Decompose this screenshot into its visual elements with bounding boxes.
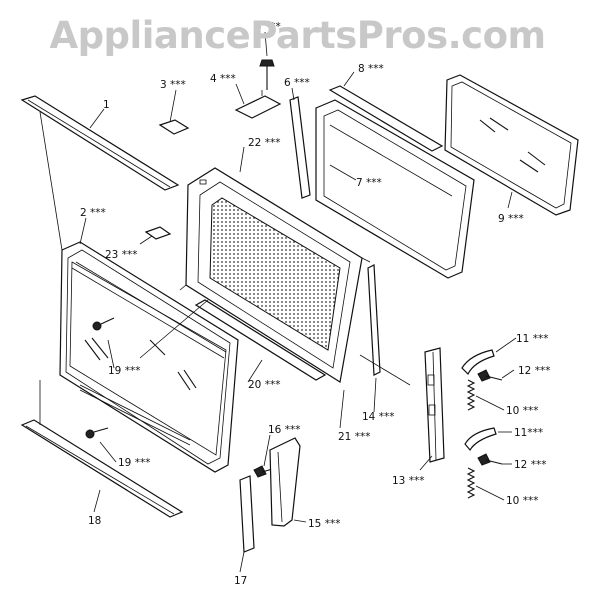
- part-5-screw: [259, 59, 275, 90]
- part-13-hinge-bracket: [424, 347, 445, 463]
- part-3-clip: [158, 119, 190, 135]
- label-5: 5 ***: [255, 21, 281, 33]
- label-21: 21 ***: [338, 431, 370, 443]
- label-7: 7 ***: [356, 177, 382, 189]
- label-20: 20 ***: [248, 379, 280, 391]
- part-9-glass-panel: [444, 74, 579, 216]
- label-15: 15 ***: [308, 518, 340, 530]
- part-12b-screw: [477, 453, 503, 466]
- leader-lines: [39, 31, 517, 573]
- part-12a-screw: [477, 369, 503, 382]
- label-3: 3 ***: [160, 79, 186, 91]
- label-8: 8 ***: [358, 63, 384, 75]
- label-18: 18: [88, 515, 101, 527]
- label-11a: 11 ***: [516, 333, 548, 345]
- part-7-inner-window-frame: [315, 99, 475, 279]
- label-6: 6 ***: [284, 77, 310, 89]
- label-9: 9 ***: [498, 213, 524, 225]
- label-13: 13 ***: [392, 475, 424, 487]
- part-19b-screw: [85, 427, 109, 439]
- part-14-vertical-gasket: [367, 264, 381, 376]
- part-20-bottom-strip: [194, 299, 327, 381]
- part-8-top-seal: [328, 85, 444, 152]
- label-4: 4 ***: [210, 73, 236, 85]
- label-14: 14 ***: [362, 411, 394, 423]
- label-12a: 12 ***: [518, 365, 550, 377]
- label-17: 17: [234, 575, 247, 587]
- part-11a-handle: [461, 349, 495, 376]
- label-23: 23 ***: [105, 249, 137, 261]
- label-10b: 10 ***: [506, 495, 538, 507]
- part-22-inner-door-frame: [179, 167, 371, 383]
- label-19a: 19 ***: [108, 365, 140, 377]
- part-labels: 1 2 *** 3 *** 4 *** 5 *** 6 *** 7 *** 8 …: [80, 21, 550, 587]
- part-2-outer-door-panel: [59, 241, 239, 473]
- label-12b: 12 ***: [514, 459, 546, 471]
- part-16-screw: [253, 465, 277, 478]
- label-16: 16 ***: [268, 424, 300, 436]
- part-6-gasket-strip: [289, 96, 311, 199]
- label-19b: 19 ***: [118, 457, 150, 469]
- label-2: 2 ***: [80, 207, 106, 219]
- label-1: 1: [103, 99, 110, 111]
- part-10a-spring: [466, 379, 476, 411]
- part-15-side-bracket: [269, 437, 301, 527]
- part-17-vertical-trim: [239, 475, 255, 553]
- label-11b: 11***: [514, 427, 543, 439]
- part-10b-spring: [466, 467, 476, 499]
- label-22: 22 ***: [248, 137, 280, 149]
- watermark: AppliancePartsPros.com: [49, 14, 546, 57]
- label-10a: 10 ***: [506, 405, 538, 417]
- part-19a-screw: [92, 317, 115, 331]
- part-1-top-trim: [20, 95, 180, 191]
- part-18-bottom-trim: [20, 419, 184, 518]
- part-11b-handle: [464, 427, 497, 452]
- part-4-bracket: [234, 90, 282, 119]
